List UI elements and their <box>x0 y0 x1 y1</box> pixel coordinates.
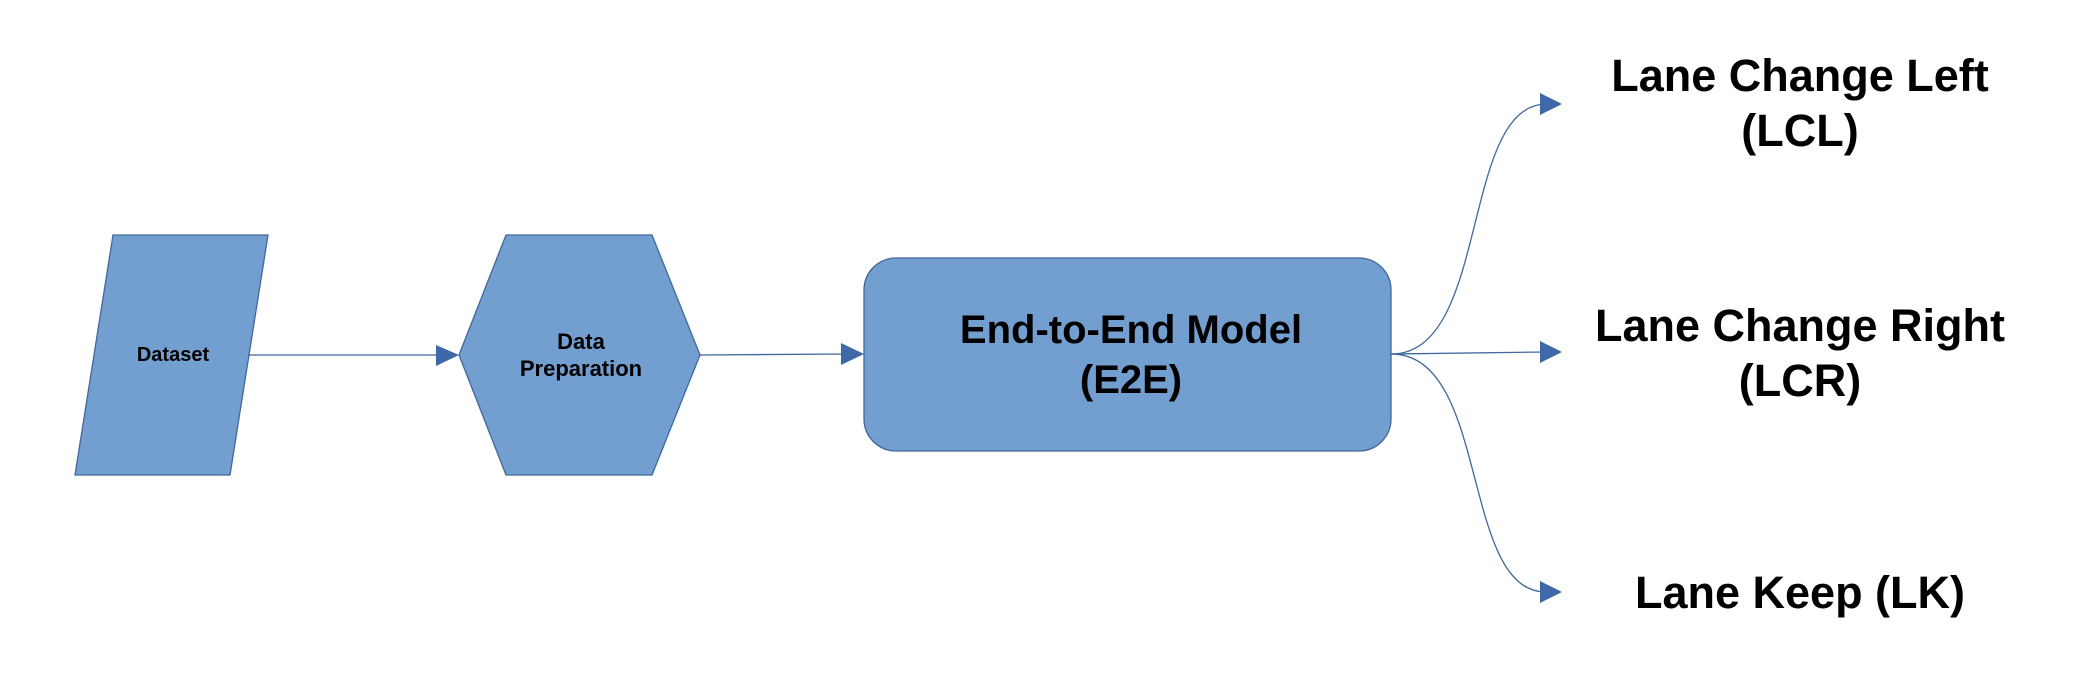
output-lcr-label: Lane Change Right (LCR) <box>1594 299 2005 406</box>
arrowhead-dataset-to-preparation <box>436 345 459 366</box>
arrowhead-e2e-to-lk <box>1540 581 1562 603</box>
dataset-node <box>74 234 269 476</box>
edge-e2e-to-lk <box>1390 353 1546 593</box>
output-lk-label: Lane Keep (LK) <box>1634 567 1966 618</box>
output-lcl-label: Lane Change Left (LCL) <box>1611 49 1989 156</box>
edge-preparation-to-e2e <box>699 353 847 356</box>
edge-e2e-to-lcl <box>1390 103 1546 355</box>
arrowhead-preparation-to-e2e <box>841 343 864 365</box>
arrowhead-e2e-to-lcr <box>1540 341 1562 363</box>
e2e-model-label: End-to-End Model (E2E) <box>959 308 1303 402</box>
data-preparation-label: Data Preparation <box>519 329 643 381</box>
dataset-label: Dataset <box>136 343 210 366</box>
edge-e2e-to-lcr <box>1390 351 1546 355</box>
arrowhead-e2e-to-lcl <box>1540 93 1562 115</box>
